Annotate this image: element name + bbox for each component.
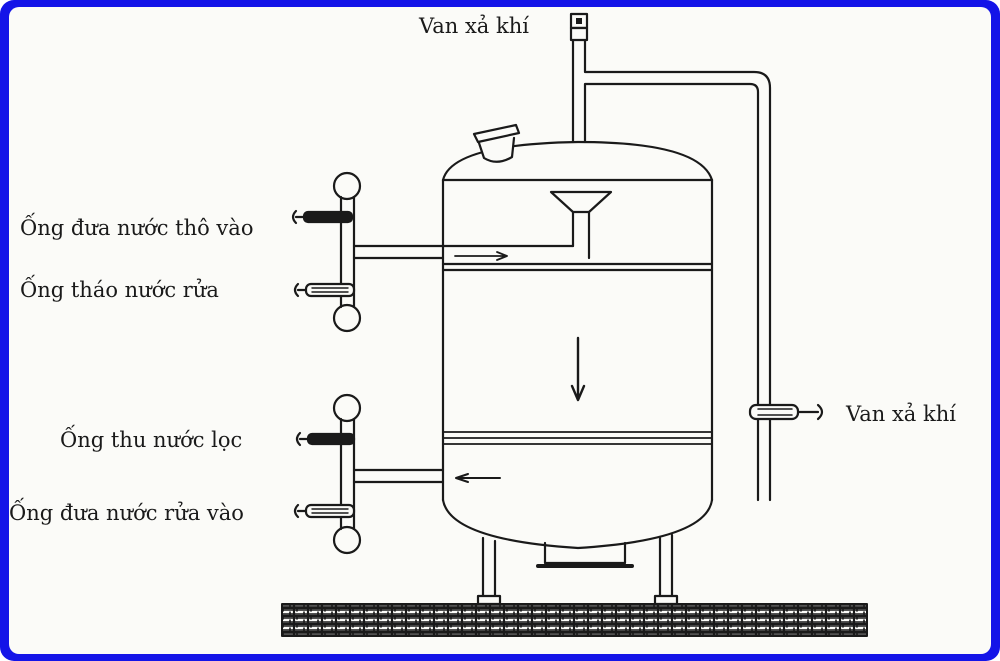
side-vent-valve-icon xyxy=(748,403,824,421)
flow-arrows xyxy=(454,251,586,483)
label-wash-water-drain: Ống tháo nước rửa xyxy=(20,278,219,302)
pressure-filter-diagram xyxy=(281,12,868,637)
filtered-water-valve-icon xyxy=(306,432,356,446)
foundation-base xyxy=(281,603,868,637)
wash-drain-valve-icon xyxy=(304,282,356,298)
label-filtered-water-collect: Ống thu nước lọc xyxy=(60,428,243,452)
diagram-canvas: Van xả khí Ống đưa nước thô vào Ống tháo… xyxy=(9,7,991,654)
tank-legs xyxy=(476,533,679,606)
label-raw-water-inlet: Ống đưa nước thô vào xyxy=(20,216,254,240)
wash-water-inlet-valve-icon xyxy=(304,503,356,519)
lower-manifold xyxy=(293,393,445,555)
inlet-funnel xyxy=(549,190,613,260)
label-vent-valve-top: Van xả khí xyxy=(419,14,529,38)
label-wash-water-inlet: Ống đưa nước rửa vào xyxy=(9,501,244,525)
vent-pipe xyxy=(569,12,772,502)
upper-manifold xyxy=(291,171,575,333)
label-vent-valve-side: Van xả khí xyxy=(846,402,956,426)
filter-tank xyxy=(441,123,714,568)
raw-water-valve-icon xyxy=(302,210,354,224)
